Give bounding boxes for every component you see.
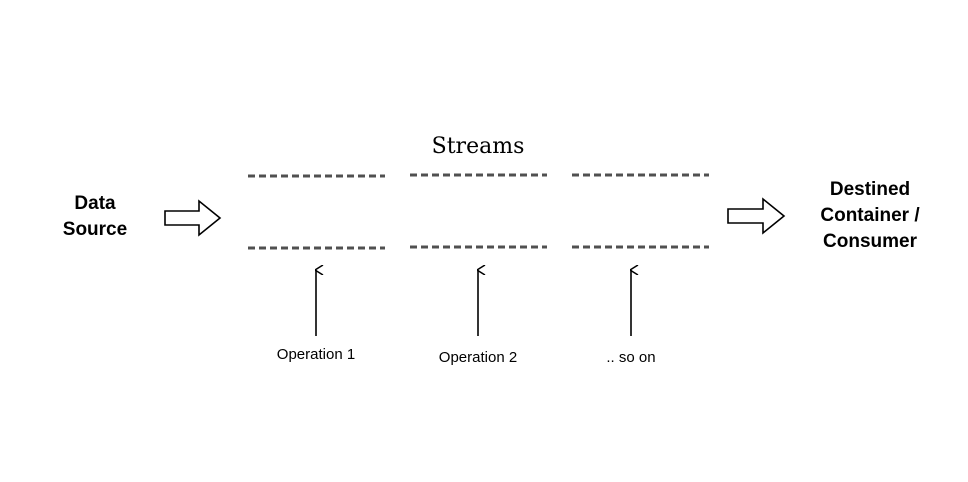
data-source-label: Data Source	[50, 191, 140, 243]
operation-3-label: .. so on	[606, 349, 656, 366]
stream-segment-2	[410, 173, 547, 249]
operation-1-label: Operation 1	[276, 346, 356, 363]
destination-label-line: Consumer	[823, 231, 917, 252]
operation-2-label: Operation 2	[438, 349, 518, 366]
destination-label-line: Container /	[820, 205, 920, 226]
data-source-label-line: Source	[62, 219, 128, 240]
stream-segment-3	[572, 173, 709, 249]
data-source-label-line: Data	[74, 193, 116, 214]
stream-segment-1	[248, 174, 385, 250]
output-arrow	[727, 197, 786, 235]
streams-title: Streams	[431, 134, 525, 159]
destination-label-line: Destined	[829, 179, 911, 200]
input-arrow	[164, 199, 222, 237]
destination-label: Destined Container / Consumer	[800, 177, 940, 255]
